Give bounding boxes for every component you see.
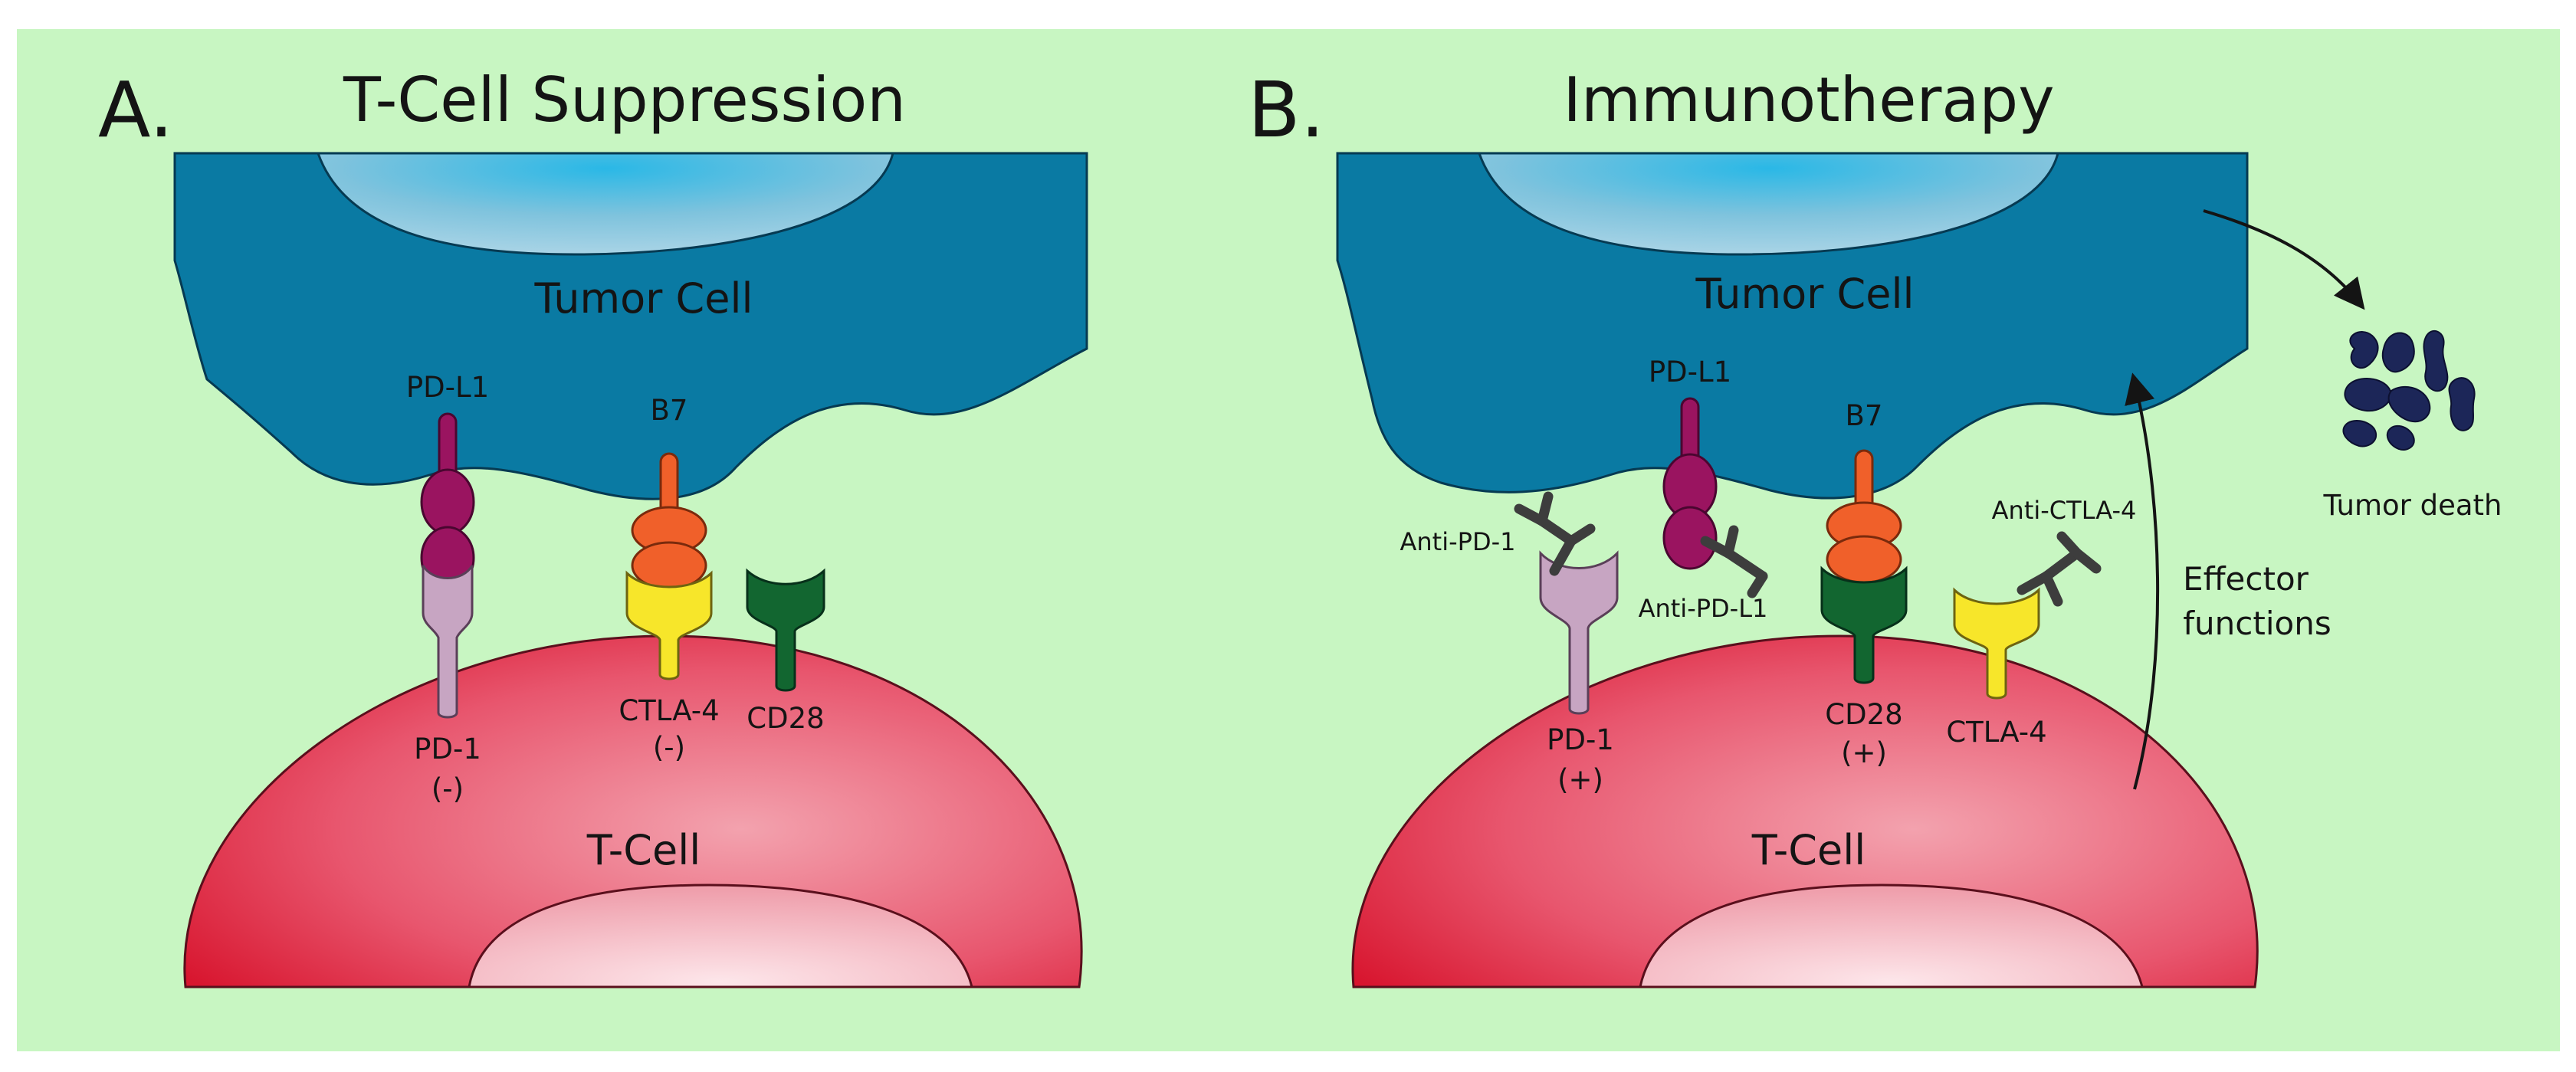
tumor-death-arrow — [2203, 209, 2365, 310]
pdl1-label: PD-L1 — [1649, 356, 1731, 388]
anti-ctla4-antibody — [2016, 531, 2102, 607]
tumor-cell-label: Tumor Cell — [534, 274, 753, 323]
tumor-death-label: Tumor death — [2323, 489, 2502, 522]
pdl1-label: PD-L1 — [406, 371, 489, 404]
b7-ligand — [631, 452, 707, 590]
ctla4-label: CTLA-4 — [619, 694, 719, 727]
t-cell-nucleus — [468, 883, 973, 988]
panel-a-title: T-Cell Suppression — [343, 64, 906, 136]
b7-label: B7 — [651, 394, 688, 427]
pdl1-ligand — [1662, 397, 1718, 570]
panel-b-letter: B. — [1248, 65, 1324, 155]
pd1-receptor — [422, 565, 474, 719]
tumor-cell-label: Tumor Cell — [1695, 270, 1915, 318]
cd28-receptor — [1820, 566, 1908, 684]
anti-pdl1-label: Anti-PD-L1 — [1639, 594, 1768, 623]
t-cell-label: T-Cell — [1751, 826, 1866, 874]
ctla4-receptor — [625, 570, 713, 680]
cd28-sign: (+) — [1841, 736, 1887, 769]
tumor-death-icon — [2342, 329, 2476, 451]
t-cell-nucleus — [1639, 883, 2144, 988]
ctla4-receptor — [1953, 587, 2040, 700]
pd1-receptor — [1539, 550, 1619, 715]
effector-label-line2: functions — [2183, 605, 2331, 642]
anti-pd1-label: Anti-PD-1 — [1400, 527, 1516, 556]
effector-arrow — [2125, 372, 2160, 790]
panel-b-title: Immunotherapy — [1563, 64, 2054, 136]
t-cell — [1351, 634, 2259, 988]
pdl1-ligand — [420, 412, 475, 590]
panel-a: A. T-Cell Suppression T-Cell Tumor Cell … — [98, 64, 1088, 988]
pd1-label: PD-1 — [1547, 723, 1614, 756]
pd1-sign: (+) — [1557, 763, 1603, 796]
panel-a-letter: A. — [98, 65, 173, 155]
cd28-label: CD28 — [747, 702, 824, 735]
b7-ligand — [1826, 449, 1902, 584]
b7-label: B7 — [1846, 399, 1883, 432]
tumor-cell-nucleus — [316, 152, 894, 256]
tumor-cell-nucleus — [1477, 152, 2059, 256]
ctla4-sign: (-) — [653, 731, 685, 764]
panel-b: B. Immunotherapy T-Cell Tumor Cell PD-L1… — [1248, 64, 2502, 988]
anti-ctla4-label: Anti-CTLA-4 — [1992, 496, 2137, 525]
tumor-cell — [173, 152, 1088, 500]
cd28-label: CD28 — [1825, 698, 1902, 731]
t-cell-label: T-Cell — [586, 826, 701, 874]
pd1-label: PD-1 — [414, 733, 481, 765]
cd28-receptor — [746, 568, 825, 692]
anti-pd1-antibody — [1514, 491, 1596, 576]
ctla4-label: CTLA-4 — [1946, 716, 2046, 749]
anti-pdl1-antibody — [1700, 525, 1768, 598]
pd1-sign: (-) — [432, 772, 464, 805]
effector-label-line1: Effector — [2183, 560, 2309, 598]
